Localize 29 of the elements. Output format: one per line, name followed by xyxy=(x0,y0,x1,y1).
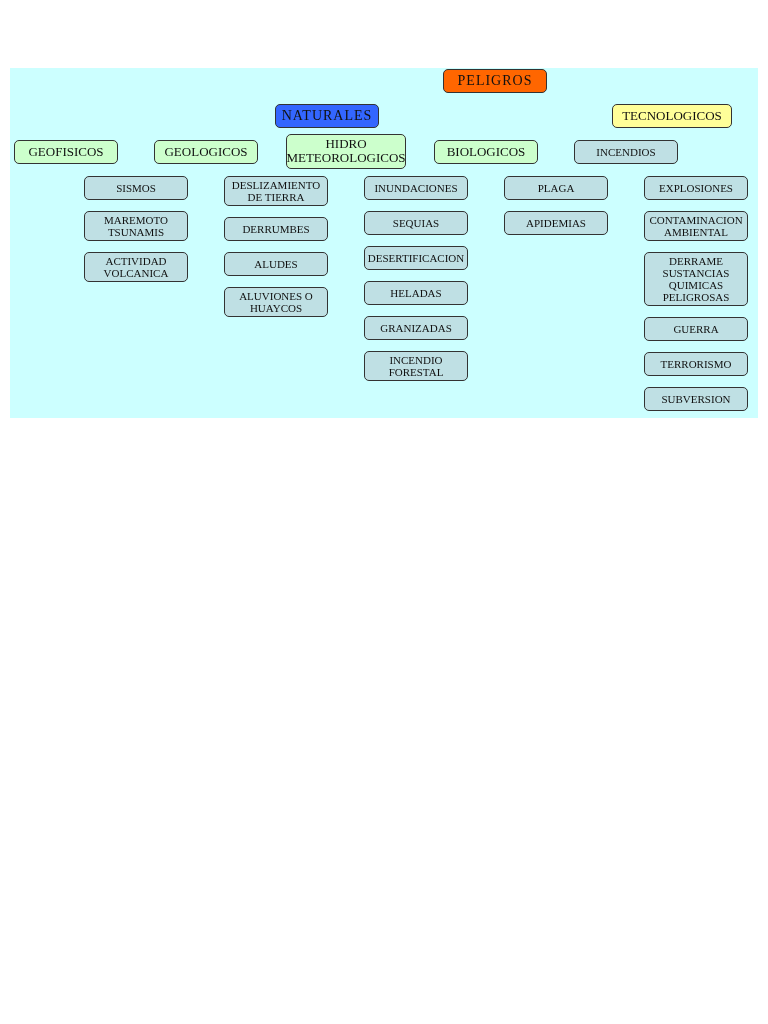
category-box: NATURALES xyxy=(275,104,379,128)
hazard-box: SUBVERSION xyxy=(644,387,748,411)
hazard-box: HELADAS xyxy=(364,281,468,305)
subcategory-box: HIDRO METEOROLOGICOS xyxy=(286,134,406,169)
hazard-box: ALUVIONES O HUAYCOS xyxy=(224,287,328,318)
hazard-box: APIDEMIAS xyxy=(504,211,608,235)
hazard-box: SISMOS xyxy=(84,176,188,200)
hazard-box: TERRORISMO xyxy=(644,352,748,376)
hazard-box: DESLIZAMIENTO DE TIERRA xyxy=(224,176,328,207)
subcategory-box: BIOLOGICOS xyxy=(434,140,538,164)
hazard-box: INCENDIO FORESTAL xyxy=(364,351,468,382)
category-box: TECNOLOGICOS xyxy=(612,104,732,128)
hazard-box: DESERTIFICACION xyxy=(364,246,468,270)
hazard-box: ALUDES xyxy=(224,252,328,276)
hazard-box: CONTAMINACION AMBIENTAL xyxy=(644,211,748,242)
hazard-box: EXPLOSIONES xyxy=(644,176,748,200)
subcategory-box: GEOFISICOS xyxy=(14,140,118,164)
hazard-box: INCENDIOS xyxy=(574,140,678,164)
root-box: PELIGROS xyxy=(443,69,547,93)
hazard-box: DERRUMBES xyxy=(224,217,328,241)
hazard-box: ACTIVIDAD VOLCANICA xyxy=(84,252,188,283)
hazard-box: INUNDACIONES xyxy=(364,176,468,200)
hazard-box: SEQUIAS xyxy=(364,211,468,235)
hazard-box: MAREMOTO TSUNAMIS xyxy=(84,211,188,242)
hazard-box: GRANIZADAS xyxy=(364,316,468,340)
subcategory-box: GEOLOGICOS xyxy=(154,140,258,164)
hazard-box: PLAGA xyxy=(504,176,608,200)
hazard-box: DERRAME SUSTANCIAS QUIMICAS PELIGROSAS xyxy=(644,252,748,307)
hazard-box: GUERRA xyxy=(644,317,748,341)
